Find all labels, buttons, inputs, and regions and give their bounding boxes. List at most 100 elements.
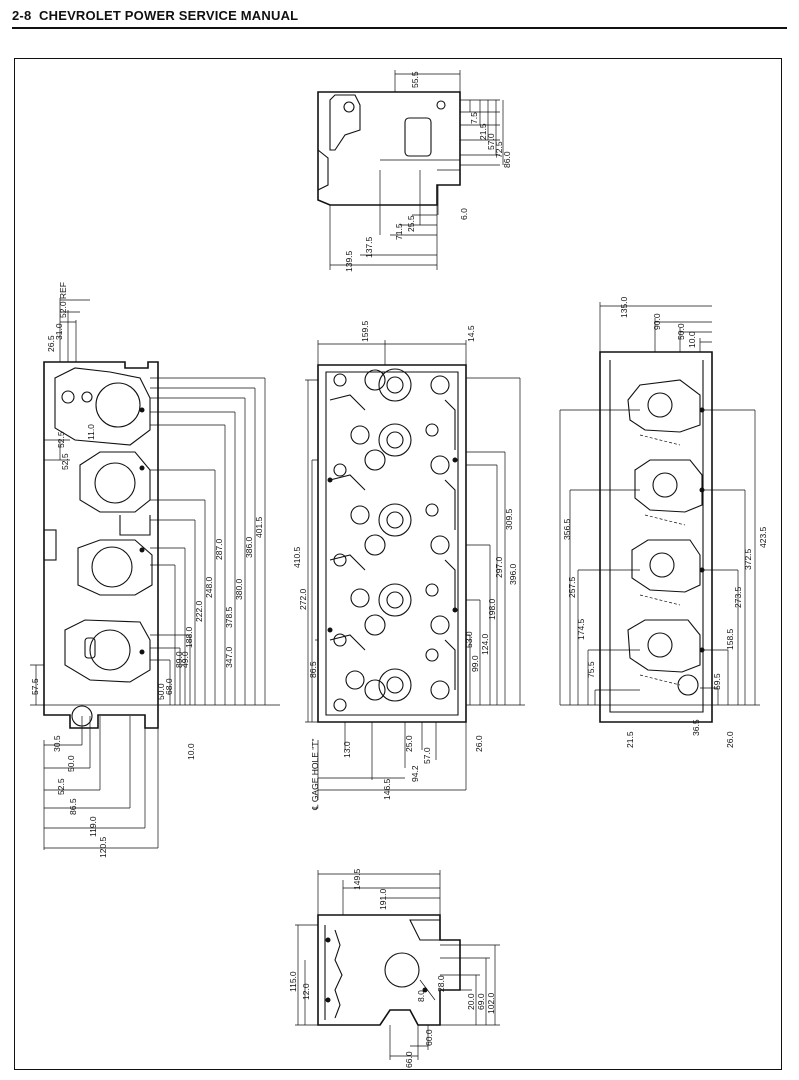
dim-248-0: 248.0 xyxy=(204,576,214,598)
dim-272-0: 272.0 xyxy=(298,588,308,610)
dim-410-5: 410.5 xyxy=(292,546,302,568)
top-end-cavity xyxy=(404,117,432,157)
header-rule xyxy=(12,27,787,29)
left-57-5-dim xyxy=(30,664,44,706)
center-face-view: 159.5 14.5 309.5 297.0 396.0 198.0 124.0… xyxy=(292,320,525,811)
dim-26-5: 26.5 xyxy=(46,335,56,352)
dim-222-0: 222.0 xyxy=(194,600,204,622)
dim-53-0: 53.0 xyxy=(464,631,474,648)
right-left-dims xyxy=(559,409,640,705)
dim-52-5-bottom: 52.5 xyxy=(56,778,66,795)
dim-57-0-center: 57.0 xyxy=(422,747,432,764)
dim-14-5: 14.5 xyxy=(466,325,476,342)
dim-52-5-b: 52.5 xyxy=(60,453,70,470)
page-header-text: 2-8 CHEVROLET POWER SERVICE MANUAL xyxy=(12,8,298,23)
center-right-dims xyxy=(466,378,525,706)
bottom-end-rough-edge xyxy=(324,925,343,1020)
bottom-top-dims xyxy=(317,870,441,915)
dim-297-0: 297.0 xyxy=(494,556,504,578)
dim-55-5: 55.5 xyxy=(410,71,420,88)
dim-378-5: 378.5 xyxy=(224,606,234,628)
dim-86-0: 86.0 xyxy=(502,151,512,168)
dim-372-5: 372.5 xyxy=(743,548,753,570)
left-base-line xyxy=(44,704,280,716)
center-right-passages xyxy=(444,399,456,690)
dim-12-0: 12.0 xyxy=(301,983,311,1000)
center-inner-outline xyxy=(325,371,459,716)
dim-20-0: 20.0 xyxy=(466,993,476,1010)
dim-69-0: 69.0 xyxy=(476,993,486,1010)
dim-257-5: 257.5 xyxy=(567,576,577,598)
manual-title: CHEVROLET POWER SERVICE MANUAL xyxy=(39,8,299,23)
left-port-1-bolt-a xyxy=(61,390,75,404)
left-52-5-dims xyxy=(44,439,70,461)
right-ref-dot-4 xyxy=(699,647,705,653)
dim-11-0: 11.0 xyxy=(86,424,96,440)
dim-135-0: 135.0 xyxy=(619,296,629,318)
center-outer-outline xyxy=(317,364,467,723)
left-vertical-dims xyxy=(169,378,266,705)
left-port-3 xyxy=(77,539,153,596)
top-end-port xyxy=(329,94,361,151)
dim-52-0-ref: 52.0 REF xyxy=(58,282,68,318)
dim-396-0: 396.0 xyxy=(508,563,518,585)
left-horizontal-leaders xyxy=(150,377,265,661)
right-top-dims xyxy=(599,302,712,352)
left-slot xyxy=(119,515,151,536)
top-end-outline xyxy=(317,91,461,206)
center-bottom-dims xyxy=(317,722,467,800)
dim-30-5: 30.5 xyxy=(52,735,62,752)
dim-174-5: 174.5 xyxy=(576,618,586,640)
dim-89-0: 89.0 xyxy=(174,651,184,668)
dim-59-5: 59.5 xyxy=(712,673,722,690)
dim-36-5: 36.5 xyxy=(691,719,701,736)
dim-158-5: 158.5 xyxy=(725,628,735,650)
center-water-passages xyxy=(329,394,366,651)
top-end-bottom-dims xyxy=(329,205,438,270)
dim-102-0: 102.0 xyxy=(486,992,496,1014)
left-port-4-slot xyxy=(84,637,96,659)
dim-49-0: 49.0 xyxy=(180,651,190,668)
left-ref-dot-3 xyxy=(139,649,145,655)
center-ref-dot-3 xyxy=(452,457,458,463)
dim-72-5: 72.5 xyxy=(494,141,504,158)
dim-8-0: 8.0 xyxy=(416,990,426,1002)
left-port-4 xyxy=(64,619,151,683)
bottom-end-view: 149.5 191.0 115.0 12.0 28.0 8.0 20.0 69.… xyxy=(288,868,500,1068)
dim-10-0-right: 10.0 xyxy=(687,331,697,348)
top-end-leaders xyxy=(379,159,460,235)
right-ref-dot-2 xyxy=(699,487,705,493)
dim-188-0: 188.0 xyxy=(184,626,194,648)
bottom-end-bore xyxy=(384,952,420,988)
top-end-dim-55-5 xyxy=(394,70,461,92)
bottom-left-dims xyxy=(295,924,318,1026)
page-header: 2-8 CHEVROLET POWER SERVICE MANUAL xyxy=(12,6,787,30)
dim-10-0: 10.0 xyxy=(186,743,196,760)
left-top-dims xyxy=(59,298,90,362)
dim-159-5: 159.5 xyxy=(360,320,370,342)
dim-94-2: 94.2 xyxy=(410,765,420,782)
center-right-leaders xyxy=(466,377,520,636)
left-boss xyxy=(43,529,57,561)
center-top-dims xyxy=(317,340,467,365)
center-ref-dot-1 xyxy=(327,477,333,483)
gage-hole-label: ℄ GAGE HOLE "T" xyxy=(310,739,320,811)
top-end-view: 55.5 7.5 21.5 57.0 72.5 86.0 6.0 25.5 71… xyxy=(317,70,512,272)
dim-356-5: 356.5 xyxy=(562,518,572,540)
center-left-dims xyxy=(305,379,318,723)
drawing-frame xyxy=(14,58,782,1070)
dim-287-0: 287.0 xyxy=(214,538,224,560)
dim-21-5-right: 21.5 xyxy=(625,731,635,748)
dim-60-0: 60.0 xyxy=(424,1029,434,1046)
dim-50-0-right: 50.0 xyxy=(676,323,686,340)
left-ref-dot-1 xyxy=(139,465,145,471)
dim-21-5: 21.5 xyxy=(478,123,488,140)
dim-25-0: 25.0 xyxy=(404,735,414,752)
dim-146-5: 146.5 xyxy=(382,778,392,800)
dim-380-0: 380.0 xyxy=(234,578,244,600)
dim-13-0: 13.0 xyxy=(342,741,352,758)
dim-75-5: 75.5 xyxy=(586,661,596,678)
right-side-view: 135.0 90.0 50.0 10.0 356.5 257.5 174.5 7… xyxy=(559,296,768,748)
top-end-bolt-hole xyxy=(343,101,355,113)
dim-347-0: 347.0 xyxy=(224,646,234,668)
